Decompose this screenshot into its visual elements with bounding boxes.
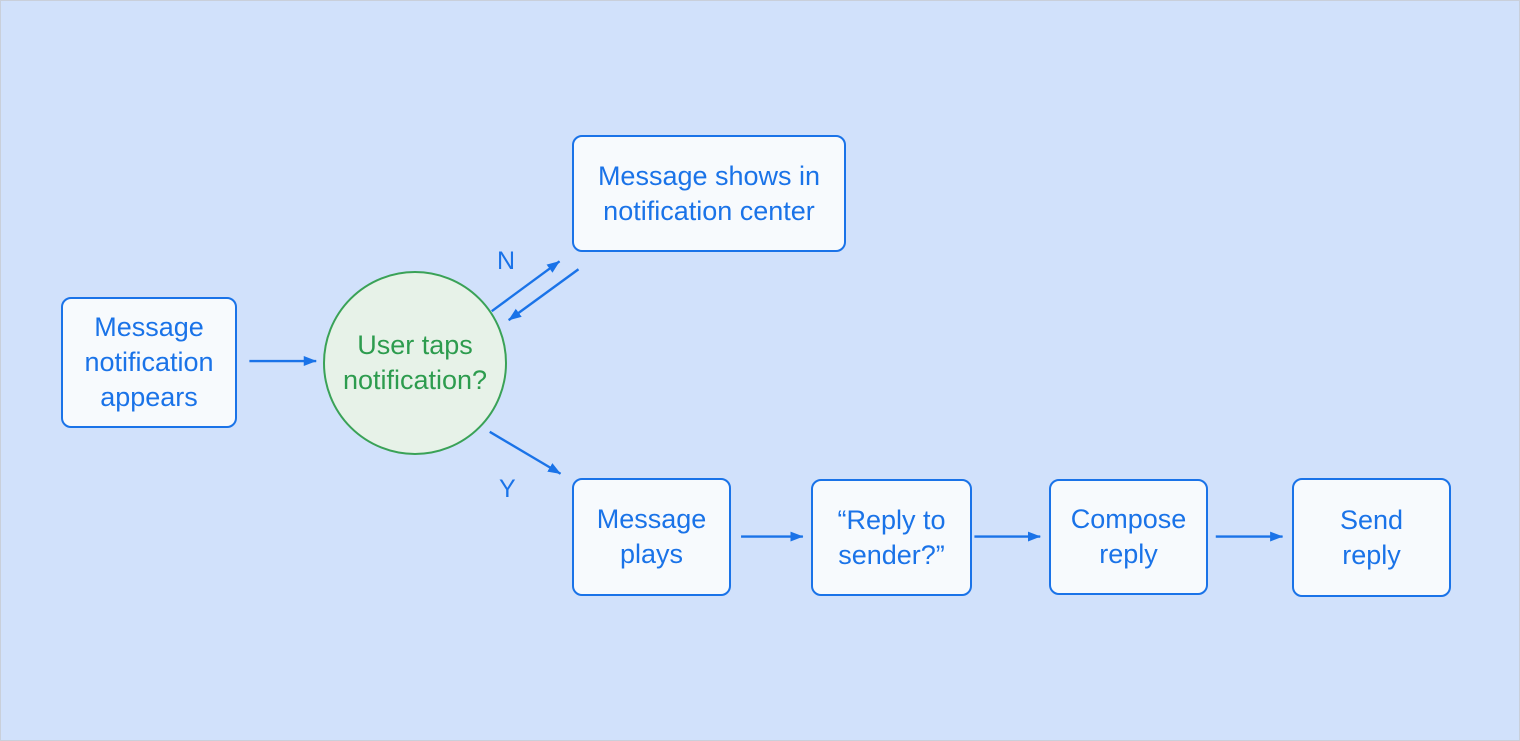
node-send-reply: Send reply (1292, 478, 1451, 597)
node-compose-reply: Compose reply (1049, 479, 1208, 595)
edge-label-yes: Y (499, 475, 516, 503)
edge-decision-to-message-plays (489, 430, 562, 475)
edge-notification-center-to-decision (507, 268, 580, 322)
edge-label-no: N (497, 247, 516, 275)
node-reply-to-sender: “Reply to sender?” (811, 479, 972, 596)
node-message-notification-appears: Message notification appears (61, 297, 237, 428)
edge-decision-to-notification-center (491, 260, 561, 313)
node-message-shows-in-notification-center: Message shows in notification center (572, 135, 846, 252)
node-user-taps-notification: User taps notification? (323, 271, 507, 455)
node-message-plays: Message plays (572, 478, 731, 596)
